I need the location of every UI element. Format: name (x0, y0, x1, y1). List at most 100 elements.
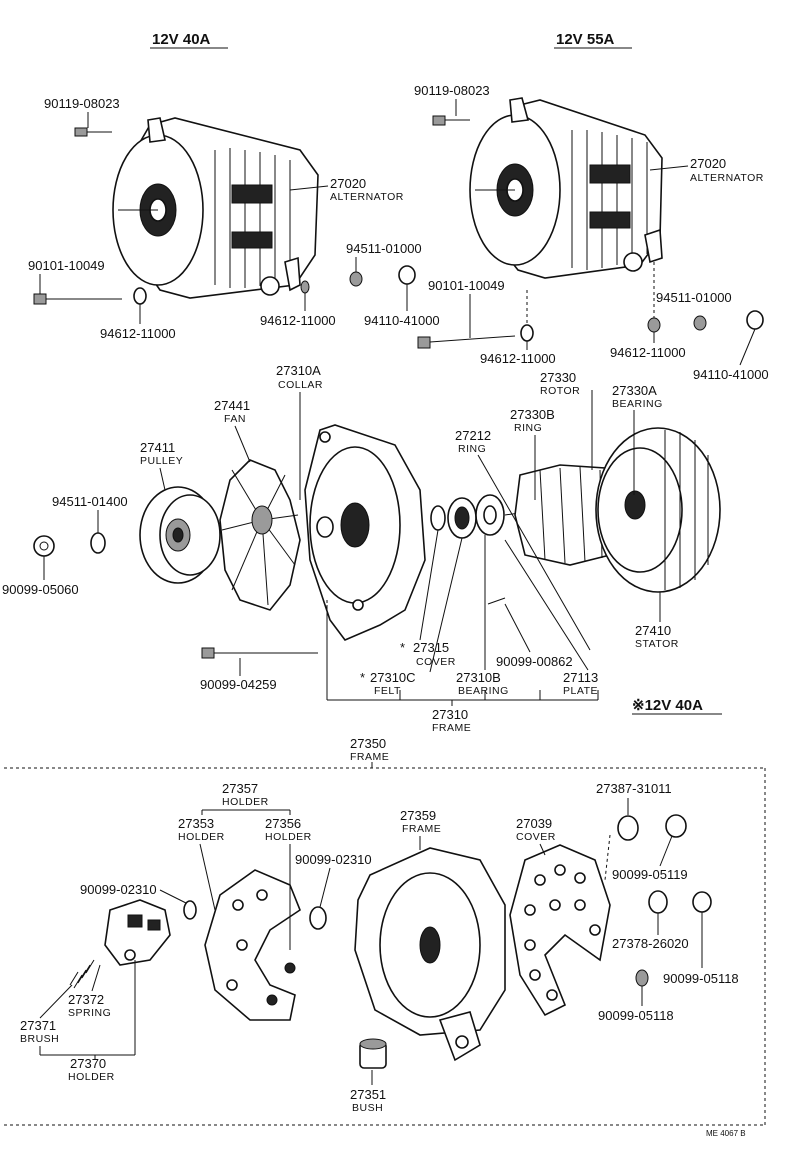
right-nut-94110 (746, 310, 764, 330)
label-27370-name: HOLDER (68, 1071, 115, 1083)
label-right-90101: 90101-10049 (428, 278, 505, 293)
label-left-27020: 27020 (330, 176, 366, 191)
asterisk-27315: * (400, 640, 405, 655)
label-90099-05060: 90099-05060 (2, 582, 79, 597)
label-27310C-name: FELT (374, 685, 401, 697)
label-27371: 27371 (20, 1018, 56, 1033)
label-27315: 27315 (413, 640, 449, 655)
label-27330A: 27330A (612, 383, 657, 398)
label-left-94612: 94612-11000 (100, 326, 176, 341)
header-right-variant: 12V 55A (556, 31, 615, 48)
washer-90099-02310-b (309, 906, 327, 930)
left-bolt-90119 (74, 127, 112, 137)
right-bolt-90101 (417, 335, 516, 349)
label-right-94612b: 94612-11000 (610, 345, 686, 360)
label-27330B: 27330B (510, 407, 555, 422)
label-right-94110: 94110-41000 (693, 367, 769, 382)
drive-end-frame-drawing (304, 424, 426, 641)
label-27350: 27350 (350, 736, 386, 751)
label-27410-name: STATOR (635, 638, 679, 650)
label-27113-name: PLATE (563, 685, 598, 697)
label-90099-02310-b: 90099-02310 (295, 852, 372, 867)
label-27330B-name: RING (514, 422, 542, 434)
label-right-90119: 90119-08023 (414, 83, 490, 98)
label-27330A-name: BEARING (612, 398, 663, 410)
label-27353: 27353 (178, 816, 214, 831)
label-left-94612b: 94612-11000 (260, 313, 336, 328)
label-27359: 27359 (400, 808, 436, 823)
right-washer-94612 (520, 324, 534, 342)
pulley-drawing (139, 486, 221, 584)
label-right-94511: 94511-01000 (656, 290, 732, 305)
label-27411-name: PULLEY (140, 455, 183, 467)
label-27351: 27351 (350, 1087, 386, 1102)
screw-90099-00862 (487, 597, 506, 605)
small-parts-right-drawing (617, 814, 712, 987)
label-27410: 27410 (635, 623, 671, 638)
label-27039: 27039 (516, 816, 552, 831)
label-27359-name: FRAME (402, 823, 441, 835)
nut-90099-05060 (33, 535, 55, 557)
washer-90099-02310-a (183, 900, 197, 920)
bolt-90099-04259 (201, 647, 318, 659)
label-27310-name: FRAME (432, 722, 471, 734)
label-27351-name: BUSH (352, 1102, 383, 1114)
label-90099-05118-b: 90099-05118 (598, 1008, 674, 1023)
cover-27039-drawing (509, 844, 611, 1017)
right-washer-94612b (647, 317, 661, 333)
left-nut-94110 (398, 265, 416, 285)
label-27330-name: ROTOR (540, 385, 580, 397)
label-left-94110: 94110-41000 (364, 313, 440, 328)
label-right-94612: 94612-11000 (480, 351, 556, 366)
label-left-90101: 90101-10049 (28, 258, 105, 273)
right-nut-94511 (693, 315, 707, 331)
label-27372: 27372 (68, 992, 104, 1007)
label-27387-31011: 27387-31011 (596, 781, 672, 796)
washer-94511-01400 (90, 532, 106, 554)
label-right-27020-name: ALTERNATOR (690, 172, 764, 184)
note-variant: ※12V 40A (632, 697, 703, 714)
label-27372-name: SPRING (68, 1007, 111, 1019)
asterisk-27310C: * (360, 670, 365, 685)
label-27357-name: HOLDER (222, 796, 269, 808)
bush-27351-drawing (359, 1038, 387, 1069)
label-27212-name: RING (458, 443, 486, 455)
label-27441: 27441 (214, 398, 250, 413)
label-27356-name: HOLDER (265, 831, 312, 843)
label-90099-04259: 90099-04259 (200, 677, 277, 692)
left-washer-94612b (300, 280, 310, 294)
brush-holder-assembly-drawing (69, 899, 171, 989)
label-27039-name: COVER (516, 831, 556, 843)
label-27330: 27330 (540, 370, 576, 385)
left-bolt-90101 (33, 293, 122, 305)
fan-drawing (219, 459, 301, 611)
left-nut-94511 (349, 271, 363, 287)
label-27353-name: HOLDER (178, 831, 225, 843)
label-left-90119: 90119-08023 (44, 96, 120, 111)
label-27310B: 27310B (456, 670, 501, 685)
frame-27359-drawing (354, 847, 506, 1062)
label-27378-26020: 27378-26020 (612, 936, 689, 951)
label-27441-name: FAN (224, 413, 246, 425)
label-27315-name: COVER (416, 656, 456, 668)
bearing-27310B-drawing (430, 494, 505, 539)
label-27310A-name: COLLAR (278, 379, 323, 391)
right-alternator-drawing (469, 97, 663, 279)
label-27371-name: BRUSH (20, 1033, 59, 1045)
label-27310A: 27310A (276, 363, 321, 378)
label-27357: 27357 (222, 781, 258, 796)
label-27350-name: FRAME (350, 751, 389, 763)
header-left-variant: 12V 40A (152, 31, 211, 48)
label-27411: 27411 (140, 440, 175, 455)
label-90099-02310-a: 90099-02310 (80, 882, 157, 897)
label-right-27020: 27020 (690, 156, 726, 171)
label-94511-01400: 94511-01400 (52, 494, 128, 509)
stator-drawing (595, 427, 721, 593)
label-90099-05119: 90099-05119 (612, 867, 688, 882)
label-90099-00862: 90099-00862 (496, 654, 573, 669)
left-washer-94612 (133, 287, 147, 305)
footer-code: ME 4067 B (706, 1129, 746, 1138)
right-bolt-90119 (432, 115, 470, 126)
label-27370: 27370 (70, 1056, 106, 1071)
